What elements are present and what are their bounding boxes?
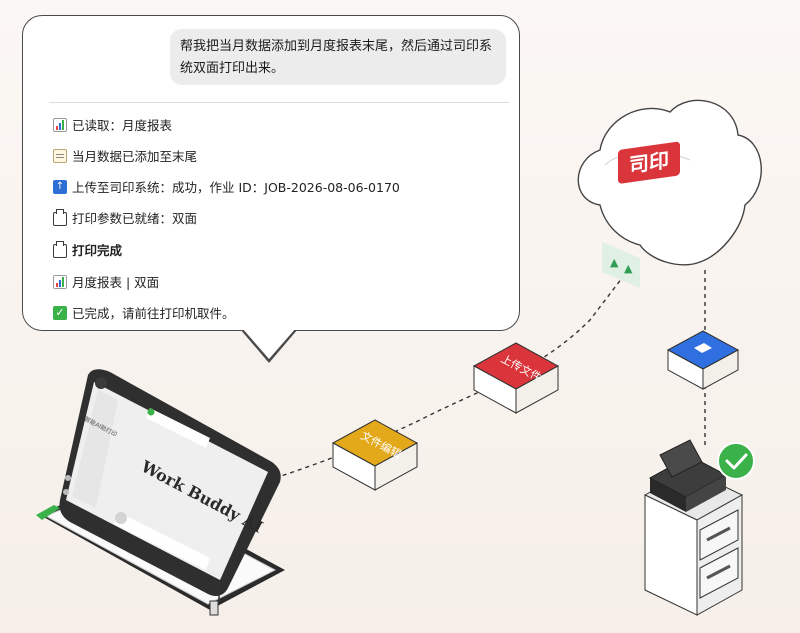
step-text: 已读取：月度报表 — [72, 118, 173, 133]
step-data-appended: 当月数据已添加至末尾 — [53, 146, 197, 165]
edit-file-cube — [331, 419, 419, 491]
svg-text:▲: ▲ — [624, 262, 633, 275]
step-text: 月度报表 | 双面 — [72, 275, 160, 290]
cloud-logo-text: 司印 — [629, 148, 669, 178]
step-print-done: 打印完成 — [53, 240, 122, 259]
check-icon — [717, 442, 755, 480]
upload-arrow-icon: ↑ — [53, 179, 67, 194]
document-cube — [666, 330, 740, 390]
printer-icon — [53, 208, 67, 226]
step-read-report: 已读取：月度报表 — [53, 115, 172, 134]
upload-marker: ▲ ▲ — [602, 242, 640, 288]
step-text: 打印参数已就绪：双面 — [72, 211, 198, 226]
step-text: 已完成，请前往打印机取件。 — [72, 306, 235, 321]
printer-icon — [53, 240, 67, 258]
step-upload: ↑ 上传至司印系统：成功，作业 ID：JOB-2026-08-06-0170 — [53, 177, 400, 196]
step-complete: ✓ 已完成，请前往打印机取件。 — [53, 303, 235, 322]
step-text: 打印完成 — [72, 243, 123, 258]
chart-icon — [53, 117, 67, 132]
cloud — [577, 99, 762, 266]
step-text: 上传至司印系统：成功，作业 ID：JOB-2026-08-06-0170 — [72, 180, 400, 195]
chart-icon — [53, 274, 67, 289]
user-message: 帮我把当月数据添加到月度报表末尾，然后通过司印系统双面打印出来。 — [170, 29, 506, 85]
step-report-duplex: 月度报表 | 双面 — [53, 272, 159, 291]
memo-icon — [53, 148, 67, 163]
step-text: 当月数据已添加至末尾 — [72, 149, 198, 164]
chat-bubble: 帮我把当月数据添加到月度报表末尾，然后通过司印系统双面打印出来。 已读取：月度报… — [22, 15, 520, 331]
bubble-tail-inner — [242, 328, 296, 359]
check-icon: ✓ — [53, 305, 67, 320]
svg-text:▲: ▲ — [610, 256, 619, 269]
tablet-device — [36, 369, 285, 616]
step-print-params: 打印参数已就绪：双面 — [53, 208, 197, 227]
divider — [49, 102, 509, 103]
printer — [643, 439, 744, 616]
upload-file-cube — [472, 342, 560, 414]
connection-path — [274, 277, 623, 479]
cloud-logo: 司印 — [618, 141, 680, 184]
